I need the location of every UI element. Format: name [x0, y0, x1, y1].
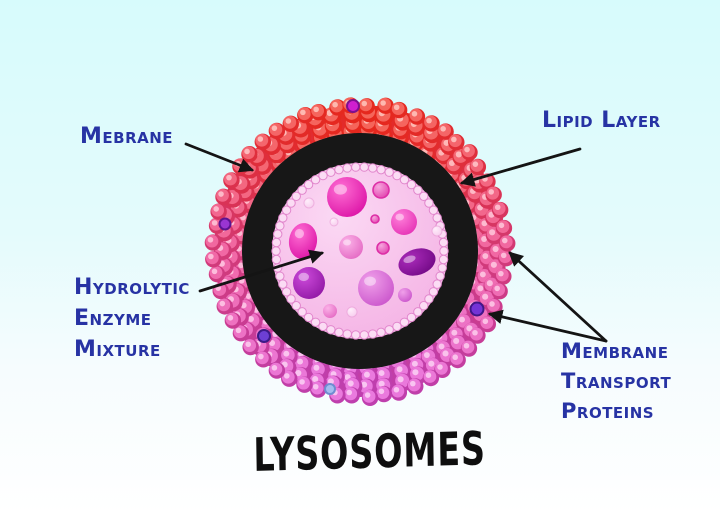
annotation-arrow — [459, 147, 582, 187]
transport-protein-dot — [257, 329, 271, 343]
label-hydrolytic-line1: Hydrolytic — [74, 275, 190, 300]
enzyme-vesicle — [339, 235, 363, 259]
enzyme-vesicle — [398, 248, 436, 276]
annotation-arrows — [184, 142, 608, 343]
label-membrane-transport-proteins: Membrane Transport Proteins — [561, 336, 671, 426]
label-hydrolytic-enzyme-mixture: Hydrolytic Enzyme Mixture — [74, 272, 190, 365]
enzyme-vesicle — [323, 304, 337, 318]
transport-protein-dot — [324, 383, 336, 395]
transport-protein-dots — [218, 99, 485, 395]
transport-protein-dot — [469, 301, 485, 317]
diagram-title: LYSOSOMES — [253, 422, 487, 483]
enzyme-vesicle — [293, 267, 325, 299]
enzyme-vesicle — [303, 197, 315, 209]
enzyme-vesicle — [346, 306, 358, 318]
label-membrane: Mebrane — [80, 124, 174, 149]
enzyme-vesicle — [376, 241, 390, 255]
label-transport-line3: Proteins — [561, 399, 655, 423]
enzyme-vesicle — [370, 214, 380, 224]
enzyme-vesicle — [327, 177, 367, 217]
label-hydrolytic-line3: Mixture — [74, 337, 161, 362]
annotation-arrow — [487, 309, 608, 343]
transport-protein-dot — [218, 217, 232, 231]
enzyme-vesicle — [329, 217, 339, 227]
enzyme-vesicle — [431, 225, 443, 237]
label-transport-line2: Transport — [561, 369, 672, 393]
enzyme-vesicles — [288, 177, 443, 318]
annotation-arrow — [198, 249, 325, 293]
enzyme-vesicle — [372, 181, 390, 199]
label-hydrolytic-line2: Enzyme — [74, 306, 152, 331]
enzyme-vesicle — [358, 270, 394, 306]
label-lipid-layer: Lipid Layer — [542, 108, 661, 133]
enzyme-vesicle — [391, 209, 417, 235]
enzyme-vesicle — [398, 288, 412, 302]
transport-protein-dot — [346, 99, 360, 113]
annotation-arrow — [184, 142, 255, 173]
inner-bead-ring — [271, 162, 449, 340]
annotation-arrow — [508, 251, 608, 343]
label-transport-line1: Membrane — [561, 339, 669, 363]
